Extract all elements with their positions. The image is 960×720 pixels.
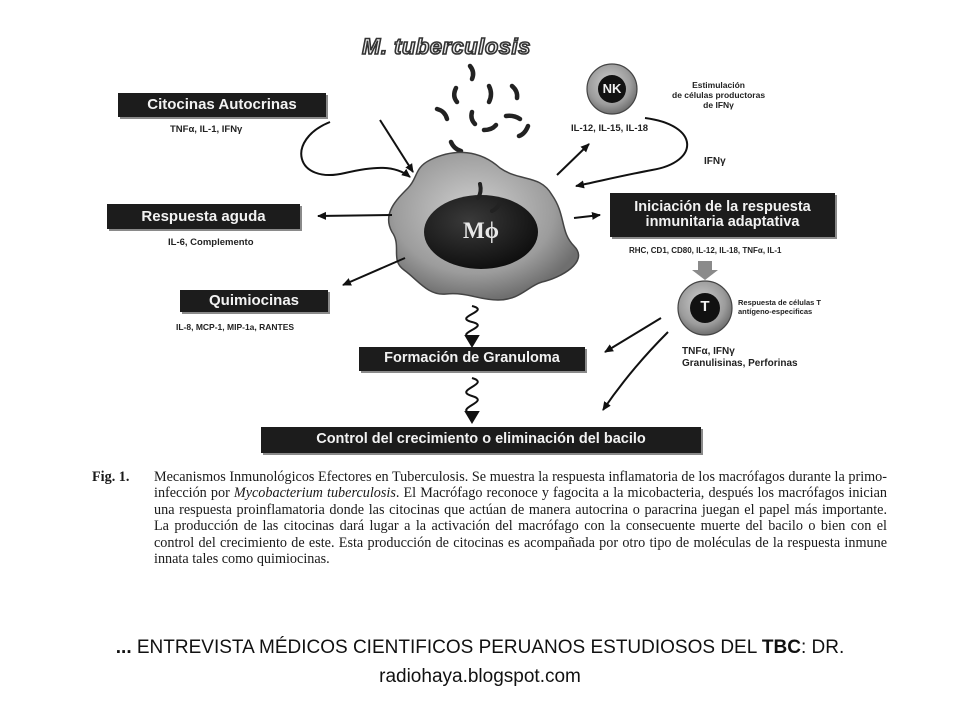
diagram-title: M. tuberculosis	[361, 33, 531, 60]
arrow-to-autocrine	[379, 119, 414, 173]
arrow-to-acute	[317, 211, 393, 220]
nk-desc-line-2: de células productoras	[672, 90, 766, 100]
t-desc-line-2: antígeno-especificas	[738, 307, 813, 316]
ifn-gamma-label: IFNγ	[704, 156, 726, 167]
figure-number: Fig. 1.	[92, 469, 130, 485]
nk-desc-line-3: de IFNγ	[703, 100, 734, 110]
macrophage-nucleus	[424, 195, 538, 269]
caption-text-before: Mecanismos Inmunológicos Efectores en Tu…	[154, 469, 887, 502]
arrow-autocrine-loop	[300, 121, 411, 178]
acute-response-box: Respuesta aguda	[107, 204, 300, 229]
bacillus	[486, 83, 494, 105]
autocrine-sub-label: TNFα, IL-1, IFNγ	[170, 124, 243, 135]
bacillus	[467, 63, 476, 82]
acute-sub-label: IL-6, Complemento	[168, 237, 254, 248]
bacillus	[448, 139, 464, 154]
wavy-arrow-to-granuloma	[465, 305, 479, 339]
bacillus	[452, 85, 460, 105]
bacillus	[503, 113, 523, 122]
footer-line1-end: : DR.	[800, 637, 845, 658]
nk-input-cytokines: IL-12, IL-15, IL-18	[571, 123, 649, 134]
t-sub-line-2: Granulisinas, Perforinas	[682, 358, 798, 369]
bacillus	[434, 106, 450, 122]
adaptive-line-2: inmunitaria adaptativa	[645, 214, 800, 230]
adaptive-response-box: Iniciación de la respuesta inmunitaria a…	[610, 193, 835, 237]
t-cell-products: TNFα, IFNγ Granulisinas, Perforinas	[682, 346, 798, 370]
wavy-arrow-to-control	[465, 377, 479, 415]
t-sub-line-1: TNFα, IFNγ	[682, 346, 735, 357]
caption-organism: Mycobacterium tuberculosis	[233, 485, 396, 502]
figure-caption: Fig. 1. Mecanismos Inmunológicos Efector…	[92, 469, 887, 567]
t-cell-description: Respuesta de células T antígeno-especifi…	[738, 298, 821, 316]
chemokines-box: Quimiocinas	[180, 290, 328, 312]
control-growth-box: Control del crecimiento o eliminación de…	[261, 427, 701, 453]
nk-nucleus	[598, 75, 626, 103]
arrow-to-adaptive	[573, 211, 601, 220]
adaptive-sub-label: RHC, CD1, CD80, IL-12, IL-18, TNFα, IL-1	[629, 246, 782, 255]
internal-bacillus	[476, 182, 483, 200]
bacillus	[516, 123, 531, 139]
arrow-tcell-to-control	[602, 331, 669, 411]
bacillus	[469, 109, 478, 127]
macrophage-label: Mϕ	[462, 218, 500, 243]
arrow-to-nk	[556, 143, 590, 176]
arrow-adaptive-to-tcell	[692, 261, 718, 280]
t-desc-line-1: Respuesta de células T	[738, 298, 821, 307]
arrow-ifn-to-macrophage	[575, 117, 689, 189]
caption-body: Mecanismos Inmunológicos Efectores en Tu…	[154, 469, 887, 567]
footer-url: radiohaya.blogspot.com	[379, 666, 581, 687]
nk-description: Estimulación de células productoras de I…	[672, 80, 765, 110]
caption-text-after: . El Macrófago reconoce y fagocita a la …	[154, 485, 887, 568]
footer-tbc: TBC	[761, 637, 801, 658]
granuloma-box: Formación de Granuloma	[359, 347, 585, 371]
bacillus	[509, 83, 520, 101]
t-cell-label: T	[700, 298, 710, 315]
footer-prefix: ...	[115, 637, 132, 658]
nk-desc-line-1: Estimulación	[692, 80, 745, 90]
nk-label: NK	[602, 81, 622, 96]
adaptive-line-1: Iniciación de la respuesta	[634, 198, 811, 215]
chemokines-sub-label: IL-8, MCP-1, MIP-1a, RANTES	[176, 322, 295, 332]
internal-bacillus	[490, 201, 502, 213]
t-nucleus	[690, 293, 720, 323]
bacillus	[481, 122, 499, 133]
footer-line1-text: ENTREVISTA MÉDICOS CIENTIFICOS PERUANOS …	[131, 637, 762, 658]
autocrine-cytokines-box: Citocinas Autocrinas	[118, 93, 326, 117]
arrow-tcell-to-granuloma	[604, 317, 662, 353]
slide-footer: ... ENTREVISTA MÉDICOS CIENTIFICOS PERUA…	[20, 633, 940, 691]
arrow-to-chemokines	[342, 257, 406, 286]
footer-line-1: ... ENTREVISTA MÉDICOS CIENTIFICOS PERUA…	[20, 633, 940, 662]
